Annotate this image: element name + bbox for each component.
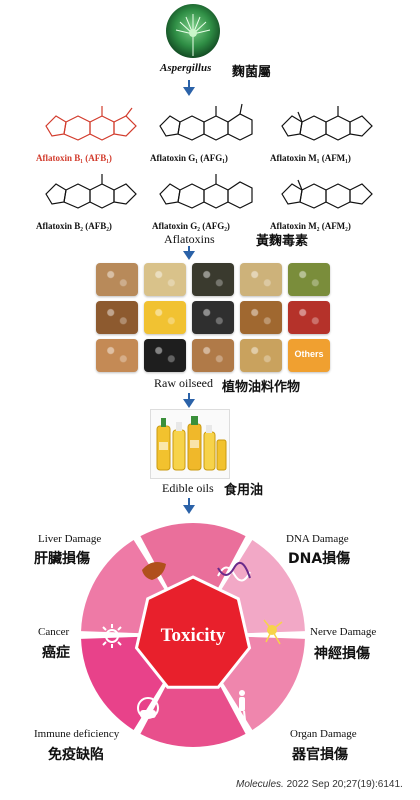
afb2-structure [45,174,137,209]
neuron-icon [263,619,283,645]
afm2-structure [281,179,373,209]
aflatoxins-label-zh: 黃麴毒素 [256,234,309,249]
oilseed-label-en: Raw oilseed [154,376,213,390]
oilseed-others-label: Others [294,349,324,359]
cancer-zh: 癌症 [42,645,70,661]
nerve-damage-zh: 神經損傷 [314,646,370,662]
oilseed-tile-sunflower-seed [192,301,234,334]
oilseed-tile-sunflower [192,263,234,296]
oils-label-zh: 食用油 [224,483,264,498]
liver-damage-en: Liver Damage [38,533,102,545]
afm1-label: Aflatoxin M₁ (AFM₁) [270,153,351,163]
mask-icon [137,697,159,719]
organ-damage-en: Organ Damage [290,728,357,740]
afg1-label: Aflatoxin G₁ (AFG₁) [150,153,228,163]
afm1-structure [281,106,373,141]
virus-icon [100,624,124,648]
aspergillus-image [166,4,220,58]
afb2-label: Aflatoxin B₂ (AFB₂) [36,221,112,231]
edible-oils-image [150,409,230,479]
afm2-label: Aflatoxin M₂ (AFM₂) [270,221,351,231]
toxicity-center-label: Toxicity [161,625,226,646]
afg1-structure [159,103,253,141]
flow-arrow-3 [183,393,195,408]
immune-deficiency-en: Immune deficiency [34,728,120,740]
citation-journal: Molecules. [236,779,284,790]
immune-deficiency-zh: 免疫缺陷 [48,747,104,763]
dna-damage-en: DNA Damage [286,533,349,545]
toxicity-core [134,575,252,689]
oilseed-tile-pepper [144,339,186,372]
nerve-damage-en: Nerve Damage [310,626,377,638]
oilseed-tile-grain [240,263,282,296]
organ-damage-zh: 器官損傷 [292,747,348,763]
oilseed-tile-olive [288,263,330,296]
afg2-structure [159,174,253,209]
afb1-label: Aflatoxin B₁ (AFB₁) [36,153,112,163]
flow-arrow-4 [183,498,195,514]
oils-label-en: Edible oils [162,481,214,495]
oilseed-tile-palm [288,301,330,334]
liver-icon [142,562,166,580]
toxicity-wheel: Toxicity [81,523,305,747]
citation: Molecules. 2022 Sep 20;27(19):6141. [236,779,403,790]
flow-arrow-1 [183,80,195,96]
dna-icon [217,561,251,582]
oilseed-tile-others: Others [288,339,330,372]
liver-damage-zh: 肝臟損傷 [34,551,90,567]
afg2-label: Aflatoxin G₂ (AFG₂) [152,221,230,231]
dna-damage-zh: DNA損傷 [288,551,351,567]
body-icon [238,690,246,721]
oilseed-tile-coconut [96,301,138,334]
oilseed-tile-walnut [192,339,234,372]
flow-arrow-2 [183,246,195,260]
cancer-en: Cancer [38,626,70,638]
oilseed-tile-hazelnut [240,301,282,334]
oilseed-tile-peanut [96,263,138,296]
oilseed-label-zh: 植物油料作物 [222,380,301,395]
oilseed-tile-corn [144,301,186,334]
afb1-structure [45,106,137,141]
oilseed-tile-almond [96,339,138,372]
aspergillus-chinese: 麴菌屬 [232,65,272,80]
oilseed-tile-chickpea [144,263,186,296]
oilseed-tile-rapeseed [240,339,282,372]
citation-rest: 2022 Sep 20;27(19):6141. [286,779,403,790]
wheel-segment-3 [140,679,246,747]
aflatoxins-label-en: Aflatoxins [164,232,215,246]
aspergillus-latin: Aspergillus [160,62,212,74]
